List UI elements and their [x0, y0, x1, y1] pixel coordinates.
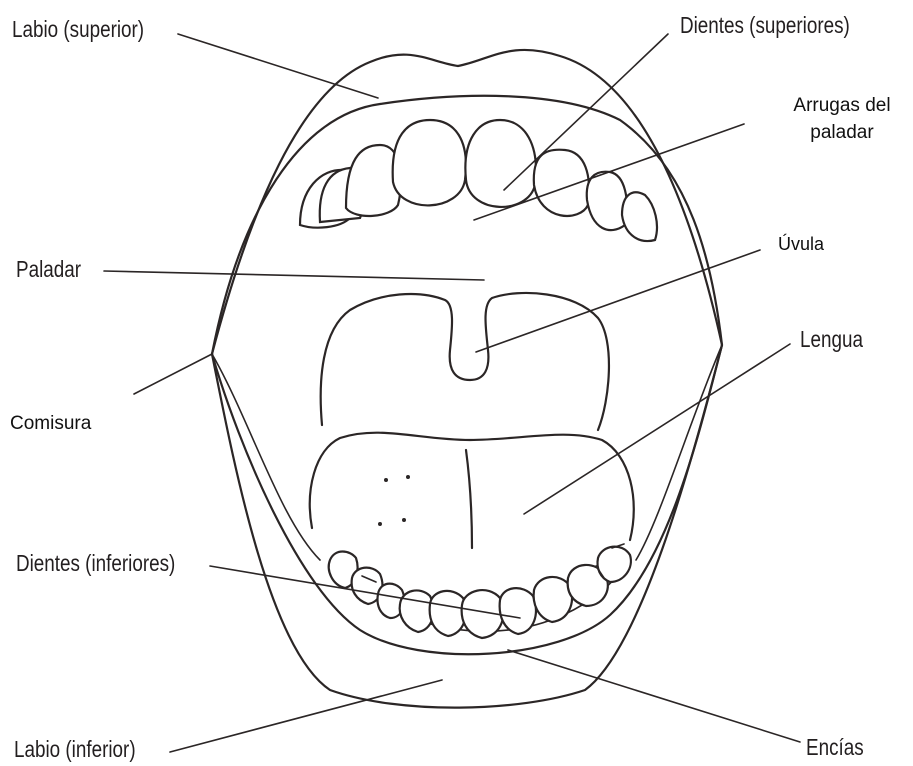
- label-paladar: Paladar: [16, 258, 81, 281]
- lower-lip-contour-right: [636, 345, 722, 560]
- label-labio-superior: Labio (superior): [12, 18, 144, 41]
- label-encias: Encías: [806, 736, 864, 759]
- upper-teeth: [300, 120, 657, 241]
- label-arrugas-line2: paladar: [772, 123, 912, 142]
- label-dientes-superiores: Dientes (superiores): [680, 14, 850, 37]
- label-comisura: Comisura: [10, 414, 91, 433]
- label-uvula: Úvula: [778, 235, 824, 253]
- lower-lip-contour-left: [212, 354, 320, 560]
- upper-tooth: [587, 172, 627, 230]
- lower-tooth: [534, 577, 572, 622]
- throat-outline: [321, 293, 609, 430]
- label-arrugas-del-paladar: Arrugas del paladar: [772, 96, 912, 142]
- label-labio-inferior: Labio (inferior): [14, 738, 136, 761]
- upper-tooth: [465, 120, 536, 207]
- lower-tooth: [430, 591, 466, 636]
- lower-teeth: [329, 544, 631, 638]
- lower-tooth: [500, 588, 536, 634]
- tongue-median-groove: [466, 450, 472, 548]
- upper-tooth: [622, 192, 657, 241]
- upper-tooth: [393, 120, 466, 205]
- label-lengua: Lengua: [800, 328, 863, 351]
- label-dientes-inferiores: Dientes (inferiores): [16, 552, 175, 575]
- lower-tooth: [400, 590, 434, 632]
- label-arrugas-line1: Arrugas del: [772, 96, 912, 115]
